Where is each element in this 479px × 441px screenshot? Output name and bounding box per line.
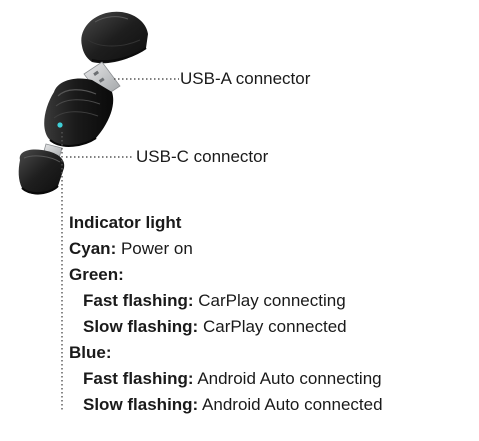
legend-text-android-auto-connecting: Android Auto connecting [197,369,382,388]
legend-row-green: Green: [69,262,383,288]
usb-c-cap [18,149,65,195]
legend-key-fast-flashing: Fast flashing: [83,369,194,388]
legend-text-power-on: Power on [120,239,193,258]
legend-row-blue-slow: Slow flashing: Android Auto connected [69,392,383,418]
legend-text-carplay-connected: CarPlay connected [202,317,347,336]
adapter-body [44,78,114,147]
legend-key-slow-flashing: Slow flashing: [83,395,199,414]
legend-key-blue: Blue: [69,343,112,362]
usb-a-connector-label: USB-A connector [180,69,311,88]
legend-row-cyan: Cyan: Power on [69,236,383,262]
legend-key-cyan: Cyan: [69,239,117,258]
legend-text-android-auto-connected: Android Auto connected [202,395,383,414]
legend-row-green-slow: Slow flashing: CarPlay connected [69,314,383,340]
legend-text-carplay-connecting: CarPlay connecting [198,291,346,310]
usb-a-cap [81,11,148,64]
legend-row-blue: Blue: [69,340,383,366]
legend-title: Indicator light [69,213,182,232]
indicator-light [57,122,63,128]
legend-key-fast-flashing: Fast flashing: [83,291,194,310]
usb-c-connector-label: USB-C connector [136,147,269,166]
legend-row-blue-fast: Fast flashing: Android Auto connecting [69,366,383,392]
indicator-legend: Indicator light Cyan: Power on Green: Fa… [69,210,383,418]
legend-key-green: Green: [69,265,124,284]
legend-row-green-fast: Fast flashing: CarPlay connecting [69,288,383,314]
legend-key-slow-flashing: Slow flashing: [83,317,199,336]
